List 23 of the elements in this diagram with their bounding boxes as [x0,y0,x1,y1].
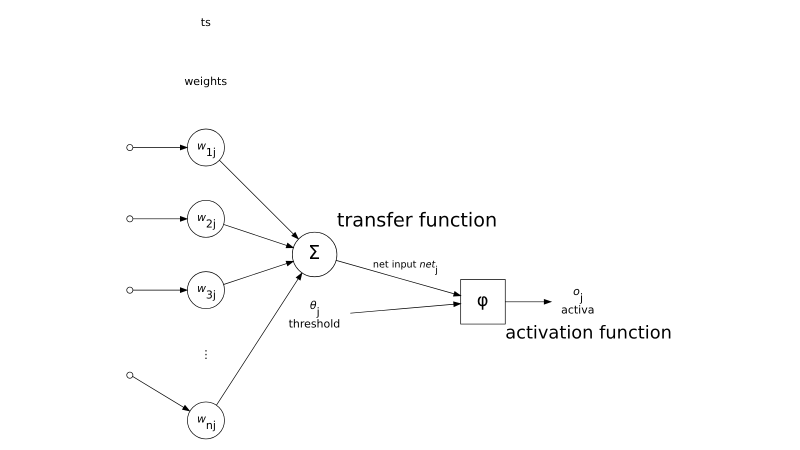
arrow [132,216,188,222]
node-label: activation function [505,322,672,344]
label: ⋮ [200,348,212,361]
arrow [219,160,300,240]
arrow [132,144,188,150]
node-label: threshold [288,318,340,331]
node-circle [126,144,134,151]
node-label: transfer function [336,208,498,232]
arrow [223,260,294,285]
arrow [350,301,462,314]
label: ts [200,16,211,30]
arrow [216,272,303,406]
arrow [504,298,552,305]
node-circle [126,215,134,222]
arrow [132,287,188,294]
arrow [223,224,294,248]
node-label: activa [561,303,594,316]
arrow [132,376,190,412]
label: weights [184,74,228,88]
node-circle [126,372,134,379]
node-circle [126,286,134,294]
node-box: φ [460,279,506,324]
arrow [336,260,462,296]
